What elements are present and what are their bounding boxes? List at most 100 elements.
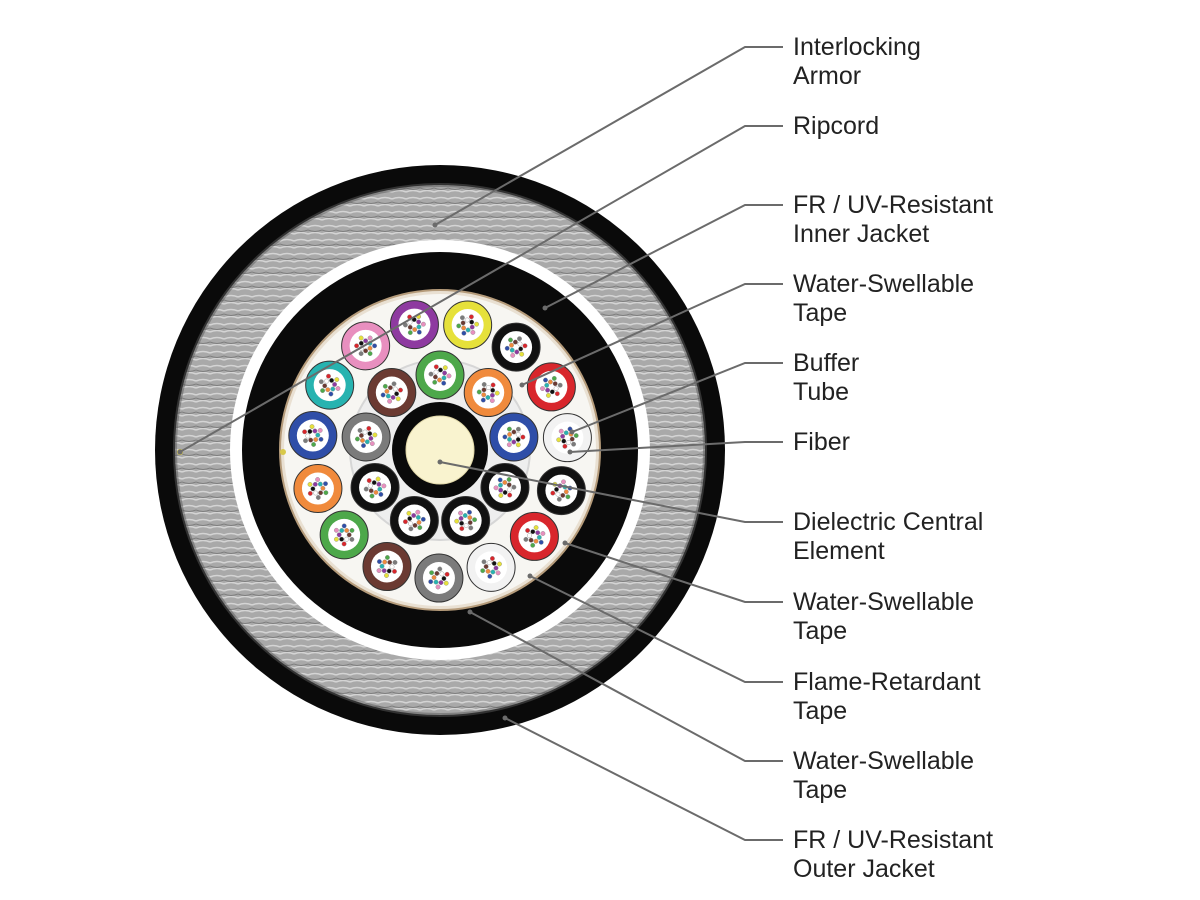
fiber-strand [385, 393, 391, 399]
fiber-strand [516, 426, 521, 432]
fiber-strand [416, 319, 421, 325]
fiber-strand [416, 329, 422, 335]
buffer-tube-gel [472, 376, 505, 409]
fiber-strand [444, 571, 450, 577]
fiber-strand [438, 580, 444, 585]
fiber-strand [517, 336, 522, 342]
fiber-strand [563, 489, 569, 495]
fiber-strand [469, 324, 475, 330]
fiber-strand [462, 513, 468, 518]
fiber-strand [468, 525, 474, 531]
fiber-strand [456, 323, 462, 329]
label-line: Interlocking [793, 33, 921, 61]
fiber-strand [373, 489, 379, 495]
leader-line-inner-jacket [544, 204, 783, 309]
fiber-strand [489, 556, 495, 561]
buffer-tube-gel [296, 419, 329, 452]
fiber-strand [489, 398, 495, 403]
fiber-strand [415, 515, 421, 520]
fiber-strand [515, 437, 521, 442]
fiber-strand [307, 490, 313, 496]
label-fiber: Fiber [793, 428, 850, 456]
fiber-strand [566, 440, 571, 445]
fiber-strand [392, 386, 398, 392]
fiber-strand [506, 426, 512, 432]
label-line: FR / UV-Resistant [793, 191, 993, 219]
fiber-strand [377, 486, 383, 492]
fiber-strand [408, 526, 414, 532]
buffer-tube [489, 412, 539, 462]
fiber-strand [363, 486, 369, 492]
label-line: Tape [793, 299, 847, 327]
fiber-strand [511, 484, 517, 490]
fiber-strand [509, 342, 514, 348]
fiber-strand [417, 525, 423, 530]
label-line: Dielectric Central [793, 508, 983, 536]
fiber-strand [412, 523, 418, 528]
fiber-strand [556, 496, 562, 502]
fiber-strand [437, 566, 443, 572]
fiber-strand [320, 485, 326, 491]
fiber-strand [307, 481, 313, 487]
fiber-strand [514, 349, 520, 355]
fiber-strand [431, 575, 437, 580]
fiber-strand [379, 563, 385, 569]
fiber-strand [381, 568, 387, 574]
fiber-strand [384, 555, 390, 560]
fiber-strand [558, 428, 564, 434]
leader-line-buffer-tube [571, 362, 783, 433]
buffer-tube-gel [398, 504, 431, 537]
buffer-tube-gel [422, 561, 455, 594]
fiber-strand [312, 481, 318, 487]
label-line: Tape [793, 617, 847, 645]
fiber-strand [406, 510, 412, 516]
fiber-strand [326, 373, 331, 379]
fiber-strand [341, 523, 347, 529]
fiber-strand [441, 380, 447, 386]
fiber-strand [562, 443, 568, 449]
fiber-strand [502, 480, 508, 485]
fiber-strand [317, 427, 323, 433]
fiber-strand [368, 488, 374, 494]
label-line: Tube [793, 378, 849, 406]
fiber-strand [437, 377, 442, 383]
fiber-strand [367, 351, 373, 356]
fiber-strand [487, 573, 493, 579]
fiber-strand [536, 535, 542, 540]
fiber-strand [339, 536, 344, 542]
fiber-strand [322, 383, 328, 389]
fiber-strand [344, 536, 349, 542]
fiber-strand [380, 392, 386, 398]
fiber-strand [339, 528, 345, 533]
fiber-strand [428, 579, 434, 585]
label-line: Tape [793, 776, 847, 804]
buffer-tube-gel [518, 520, 551, 553]
fiber-strand [381, 483, 387, 489]
fiber-strand [420, 321, 426, 327]
fiber-strand [376, 568, 382, 573]
fiber-strand [556, 437, 562, 443]
leader-anchor-flame-retardant-tape [527, 573, 533, 579]
buffer-tube [542, 413, 592, 463]
fiber-strand [507, 431, 512, 437]
fiber-strand [363, 338, 368, 344]
fiber-strand [354, 436, 360, 442]
fiber-strand [553, 386, 559, 391]
fiber-strand [533, 525, 539, 530]
buffer-tube-gel [545, 474, 578, 507]
fiber-strand [372, 432, 378, 438]
fiber-strand [540, 531, 546, 536]
buffer-tube-gel [488, 471, 521, 504]
fiber-strand [502, 490, 508, 495]
fiber-strand [557, 382, 563, 388]
buffer-tube-gel [375, 376, 408, 409]
buffer-tube-gel [451, 309, 484, 342]
fiber-strand [460, 320, 466, 326]
fiber-strand [495, 570, 501, 576]
